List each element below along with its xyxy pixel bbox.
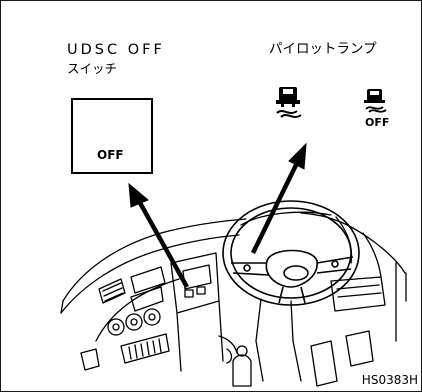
- dash-outline: [62, 218, 247, 302]
- pilot-lamp-title: パイロットランプ: [269, 41, 377, 57]
- left-vent: [98, 278, 126, 304]
- figure-code: HS0383H: [361, 373, 418, 387]
- arrow-to-switch: [128, 182, 189, 289]
- center-console: [170, 252, 220, 314]
- pilot-lamp-skid-icon: [276, 87, 302, 118]
- pilot-lamp-off-label: OFF: [365, 116, 390, 129]
- steering-wheel: [222, 200, 360, 306]
- switch-title: UDSC OFF: [67, 42, 165, 58]
- gear-lever: [232, 354, 252, 387]
- udsc-off-switch[interactable]: OFF: [71, 98, 153, 174]
- switch-subtitle: スイッチ: [67, 61, 118, 76]
- pilot-lamp-off-icon: [364, 89, 387, 113]
- arrow-to-lamp: [250, 142, 307, 254]
- switch-off-label: OFF: [97, 148, 124, 162]
